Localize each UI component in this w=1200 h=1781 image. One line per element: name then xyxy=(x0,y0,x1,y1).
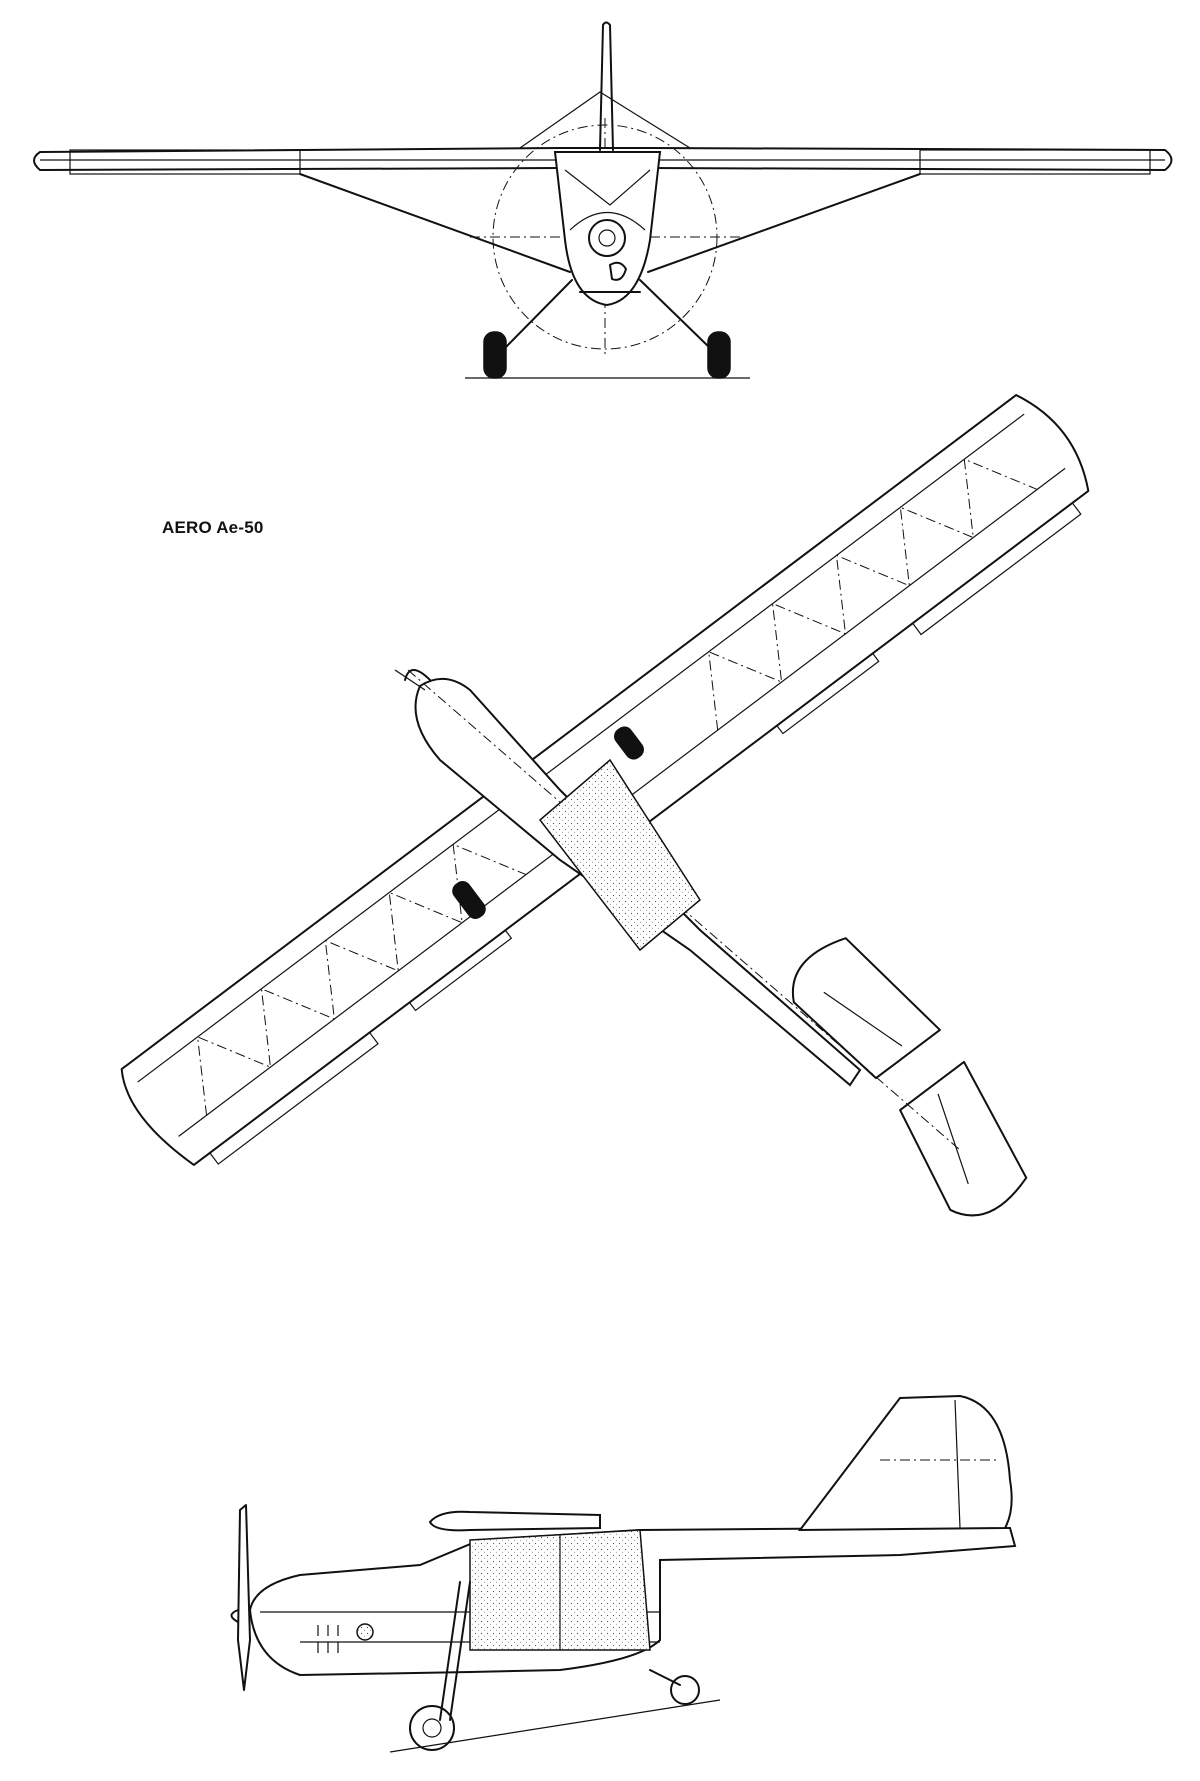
cabin-top xyxy=(538,758,701,952)
fin-side xyxy=(797,1394,1013,1532)
aircraft-title: AERO Ae-50 xyxy=(162,518,264,537)
main-wheel xyxy=(409,1705,455,1751)
stabilizer-right xyxy=(791,937,941,1080)
tail-wheel xyxy=(670,1675,700,1705)
propeller-side xyxy=(237,1504,251,1691)
wing-top xyxy=(120,394,1090,1166)
top-view xyxy=(120,394,1090,1217)
side-view xyxy=(230,1394,1017,1753)
stabilizer-left xyxy=(899,1060,1028,1217)
front-view xyxy=(33,21,1173,379)
main-gear-strut xyxy=(439,1581,471,1721)
vertical-fin xyxy=(599,21,614,151)
wing-front xyxy=(33,147,1173,171)
wing-side xyxy=(428,1510,601,1532)
